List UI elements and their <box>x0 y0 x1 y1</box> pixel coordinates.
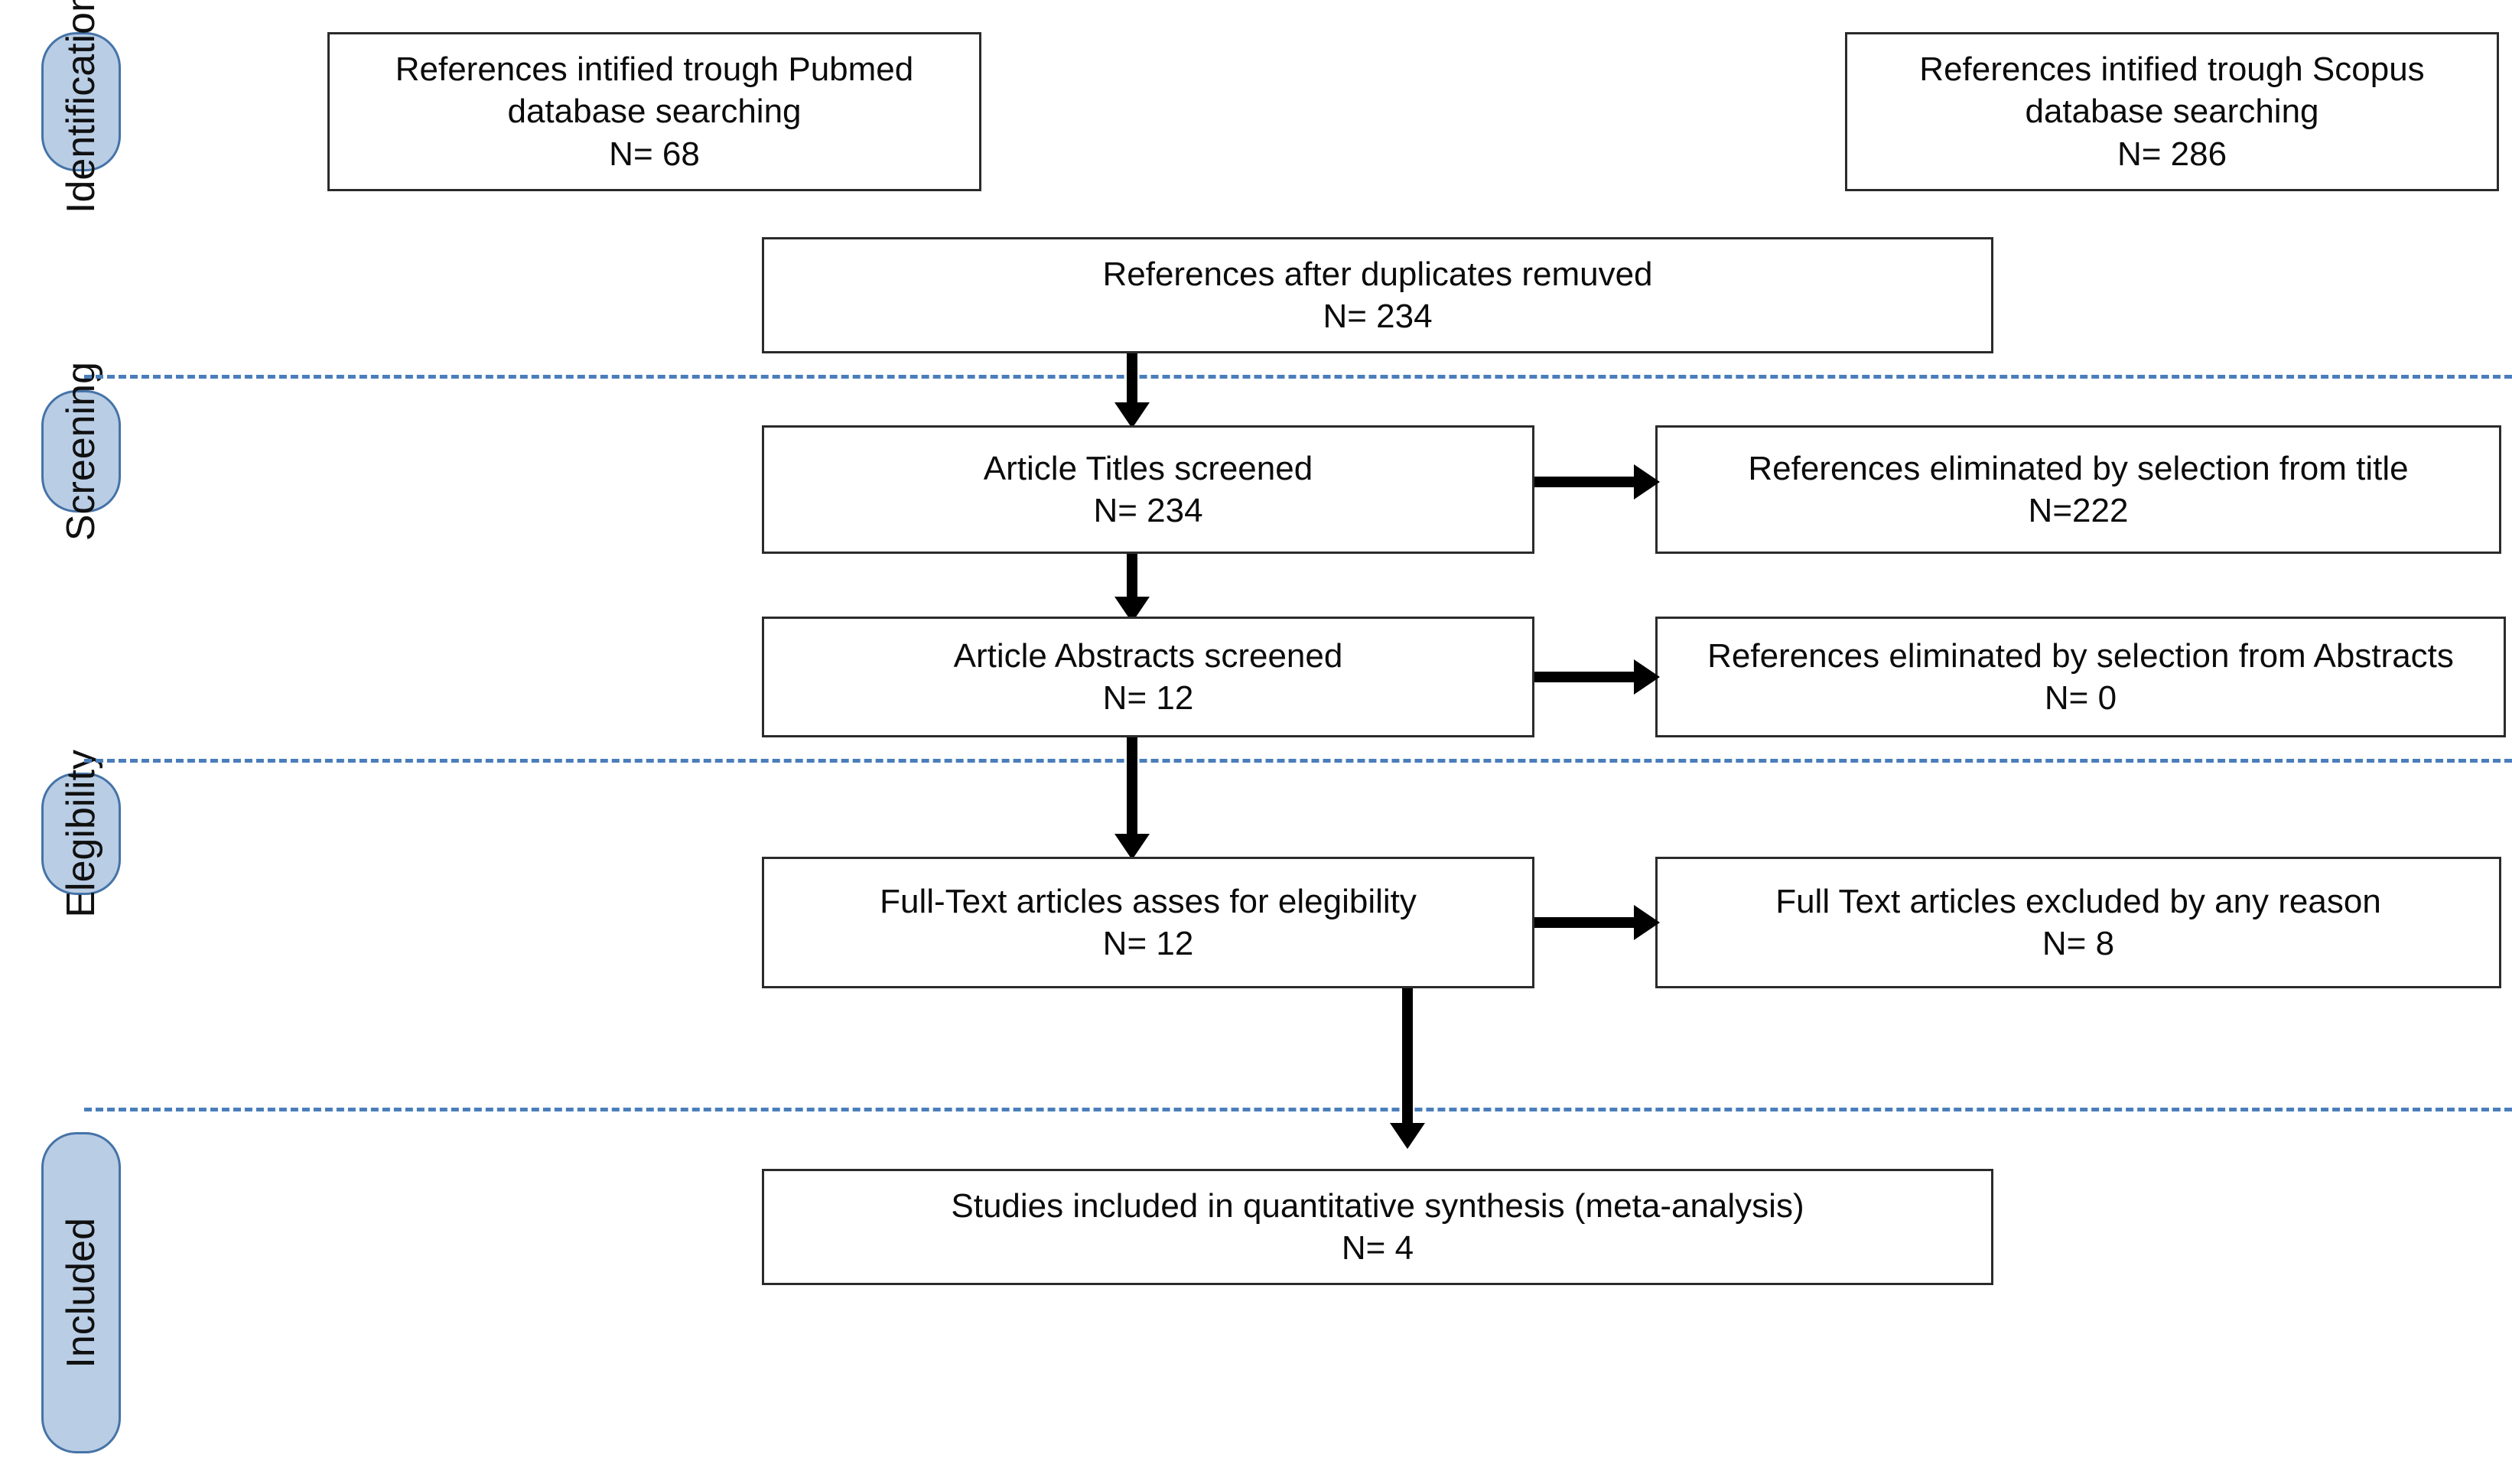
arrow-titles-to-excluded <box>1534 459 1660 505</box>
arrow-fulltext-to-included <box>1385 988 1430 1149</box>
box-included-studies-line-1: Studies included in quantitative synthes… <box>951 1186 1804 1225</box>
box-pubmed-line-3: N= 68 <box>609 135 700 173</box>
box-titles-screened-line-2: N= 234 <box>1093 492 1203 529</box>
box-scopus-line-3: N= 286 <box>2117 135 2227 173</box>
box-scopus-line-1: References intified trough Scopus <box>1919 50 2425 88</box>
box-titles-screened: Article Titles screened N= 234 <box>762 425 1534 554</box>
box-pubmed-line-2: database searching <box>507 93 802 131</box>
box-pubmed-references: References intified trough Pubmed databa… <box>327 32 981 191</box>
box-duplicates-line-2: N= 234 <box>1323 298 1433 335</box>
box-duplicates-line-1: References after duplicates remuved <box>1102 255 1653 293</box>
stage-pill-screening: Screening <box>41 362 121 541</box>
arrow-titles-to-abstracts <box>1109 554 1155 623</box>
box-fulltext-excluded: Full Text articles excluded by any reaso… <box>1655 857 2501 988</box>
box-scopus-line-2: database searching <box>2025 93 2319 131</box>
box-abstracts-excluded-line-2: N= 0 <box>2044 679 2117 717</box>
divider-screening-elegibility <box>84 759 2512 763</box>
box-duplicates-removed: References after duplicates remuved N= 2… <box>762 237 1993 353</box>
box-fulltext-assessed-line-1: Full-Text articles asses for elegibility <box>880 882 1417 920</box>
box-fulltext-assessed: Full-Text articles asses for elegibility… <box>762 857 1534 988</box>
box-titles-excluded-line-1: References eliminated by selection from … <box>1748 449 2409 487</box>
box-titles-screened-line-1: Article Titles screened <box>983 449 1313 487</box>
arrow-duplicates-to-titles <box>1109 353 1155 428</box>
box-fulltext-assessed-line-2: N= 12 <box>1102 925 1194 962</box>
box-abstracts-screened: Article Abstracts screened N= 12 <box>762 617 1534 737</box>
stage-pill-included: Included <box>41 1132 121 1453</box>
stage-pill-identification: Identification <box>41 0 121 213</box>
box-abstracts-excluded: References eliminated by selection from … <box>1655 617 2506 737</box>
stage-label-elegibility: Elegibility <box>59 750 103 918</box>
divider-identification-screening <box>84 375 2512 379</box>
divider-elegibility-included <box>84 1108 2512 1111</box>
box-pubmed-line-1: References intified trough Pubmed <box>395 50 914 88</box>
stage-label-screening: Screening <box>59 361 103 542</box>
box-titles-excluded-line-2: N=222 <box>2028 492 2129 529</box>
arrow-abstracts-to-fulltext <box>1109 737 1155 860</box>
arrow-fulltext-to-excluded <box>1534 900 1660 945</box>
stage-label-included: Included <box>59 1217 103 1368</box>
box-included-studies: Studies included in quantitative synthes… <box>762 1169 1993 1285</box>
box-fulltext-excluded-line-1: Full Text articles excluded by any reaso… <box>1775 882 2381 920</box>
box-included-studies-line-2: N= 4 <box>1341 1229 1414 1267</box>
box-abstracts-screened-line-2: N= 12 <box>1102 679 1194 717</box>
stage-label-identification: Identification <box>59 0 103 213</box>
box-scopus-references: References intified trough Scopus databa… <box>1845 32 2499 191</box>
box-titles-excluded: References eliminated by selection from … <box>1655 425 2501 554</box>
box-fulltext-excluded-line-2: N= 8 <box>2042 925 2115 962</box>
box-abstracts-excluded-line-1: References eliminated by selection from … <box>1707 636 2454 675</box>
stage-pill-elegibility: Elegibility <box>41 750 121 918</box>
arrow-abstracts-to-excluded <box>1534 654 1660 700</box>
box-abstracts-screened-line-1: Article Abstracts screened <box>953 636 1343 675</box>
